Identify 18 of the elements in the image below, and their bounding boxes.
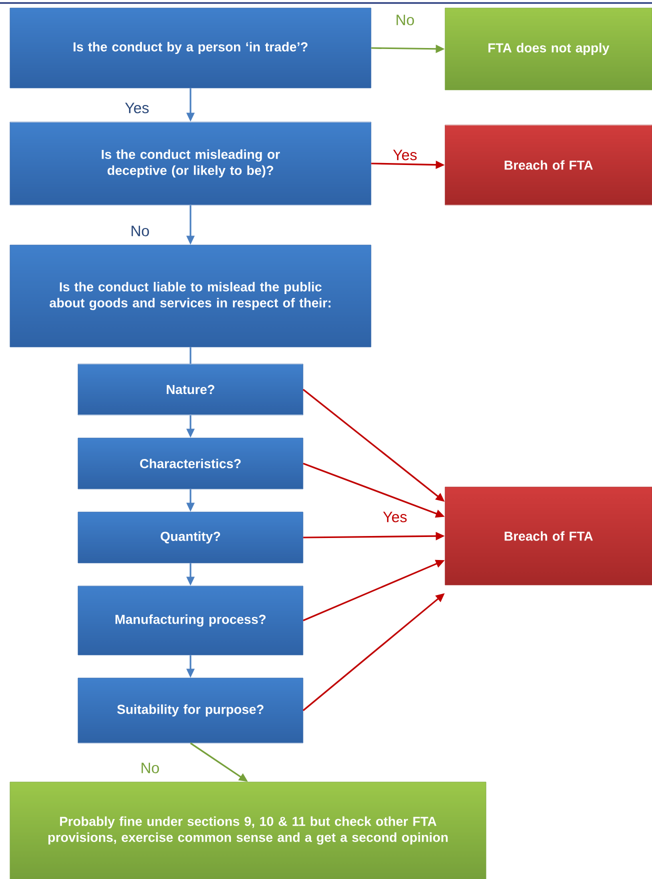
- question-box: Is the conduct liable to mislead the public about goods and services in respect of their:: [10, 244, 372, 348]
- edge-label: No: [142, 762, 159, 774]
- breach-box: Breach of FTA: [444, 486, 652, 586]
- edge-label: Yes: [393, 150, 417, 160]
- question-box: Characteristics?: [78, 438, 304, 490]
- outcome-box: FTA does not apply: [444, 8, 652, 90]
- edge-label: Yes: [125, 102, 149, 114]
- edge-label: No: [396, 14, 414, 26]
- edge-label: No: [132, 226, 149, 236]
- question-box: Nature?: [78, 364, 304, 416]
- question-box: Is the conduct misleading or deceptive (or likely to be)?: [10, 122, 372, 206]
- question-box: Suitability for purpose?: [78, 678, 304, 744]
- edge-label: Yes: [383, 512, 407, 522]
- question-box: Manufacturing process?: [78, 586, 304, 656]
- breach-box: Breach of FTA: [444, 124, 652, 206]
- question-box: Is the conduct by a person ‘in trade’?: [10, 8, 372, 88]
- question-box: Quantity?: [78, 512, 304, 564]
- outcome-box: Probably fine under sections 9, 10 & 11 but check other FTA provisions, exercise common sense and a get a second opinion: [10, 782, 486, 879]
